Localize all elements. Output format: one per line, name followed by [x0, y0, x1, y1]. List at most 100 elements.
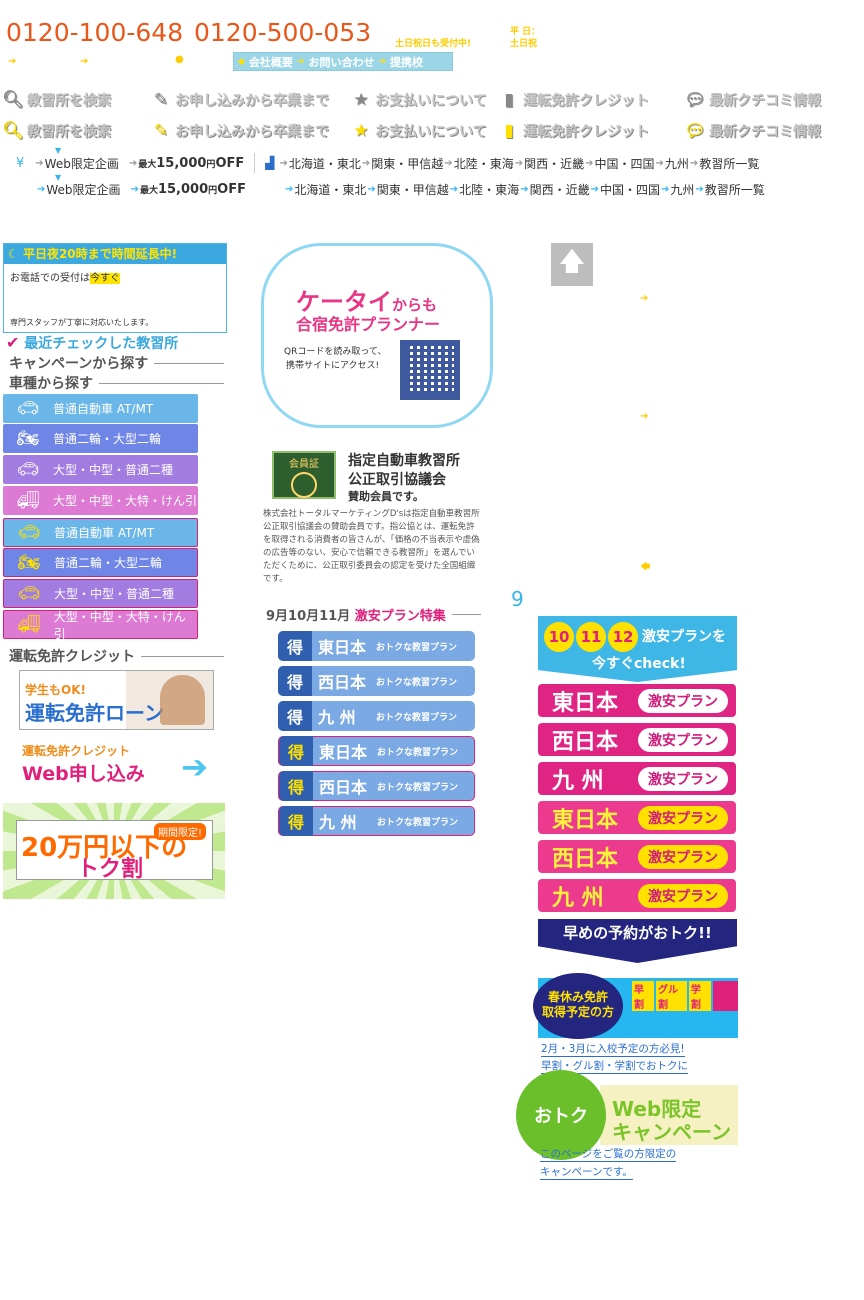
vehicle-car-button-hover[interactable]: 🚗︎普通自動車 AT/MT — [3, 518, 198, 547]
check-icon: ✔ — [6, 333, 20, 352]
arrow-icon: ➔ — [80, 56, 89, 67]
caret-down-icon: ▼ — [55, 146, 62, 155]
discount-badge[interactable]: 最大15,000円OFF — [138, 155, 245, 171]
region-list-2[interactable]: 教習所一覧 — [704, 183, 765, 197]
loan-banner[interactable]: 学生もOK! 運転免許ローン — [19, 670, 214, 730]
deal-west-button-hover[interactable]: 得西日本おトクな教習プラン — [278, 771, 475, 801]
plan-kyushu-button-hover[interactable]: 九 州激安プラン — [538, 879, 736, 912]
truck-icon: 🚚︎ — [16, 490, 40, 511]
menu-payment-hover[interactable]: ★お支払いについて — [350, 120, 498, 142]
region-kyushu-2[interactable]: 九州 — [670, 183, 695, 197]
region-chugoku-2[interactable]: 中国・四国 — [599, 183, 660, 197]
spring-text2[interactable]: 早割・グル割・学割でおトクに — [541, 1060, 688, 1074]
search-icon: 🔍︎ — [2, 90, 24, 110]
deal-west-button[interactable]: 得西日本おトクな教習プラン — [278, 666, 475, 696]
menu-apply-hover[interactable]: ✎お申し込みから卒業まで — [150, 120, 350, 142]
card-icon: ▮ — [504, 121, 514, 141]
weekend-label: 土日祝 — [510, 39, 538, 49]
plan-west-button-hover[interactable]: 西日本激安プラン — [538, 840, 736, 873]
yen-icon: ¥ — [16, 155, 25, 171]
stairs-icon: ▟ — [265, 156, 275, 170]
sale-heading: 9月10月11月 激安プラン特集 — [266, 605, 481, 624]
mobile-title: ケータイからも — [296, 288, 438, 316]
arrow-left-icon: 🡄 — [640, 562, 651, 573]
vehicle-truck-button-hover[interactable]: 🚚︎大型・中型・大特・けん引 — [3, 610, 198, 641]
main-menu-hover: 🔍︎教習所を検索 ✎お申し込みから卒業まで ★お支払いについて ▮運転免許クレジ… — [2, 117, 862, 145]
arrow-icon: ➔ — [640, 411, 649, 422]
vehicle-large-button[interactable]: 🚗︎大型・中型・普通二種 — [3, 455, 198, 484]
link-web-plan-2[interactable]: Web限定企画 — [46, 183, 121, 197]
menu-reviews[interactable]: 💬︎最新クチコミ情報 — [684, 90, 821, 110]
phone-reception-text: お電話での受付は今すぐ — [10, 273, 120, 284]
plan-east-button-hover[interactable]: 東日本激安プラン — [538, 801, 736, 834]
deal-east-button-hover[interactable]: 得東日本おトクな教習プラン — [278, 736, 475, 766]
plan-east-button[interactable]: 東日本激安プラン — [538, 684, 736, 717]
mobile-planner-card — [261, 243, 493, 428]
discount-badge-2[interactable]: 最大15,000円OFF — [139, 182, 246, 197]
phone-number-1[interactable]: 0120-100-648 — [6, 18, 184, 47]
region-kansai[interactable]: 関西・近畿 — [524, 156, 585, 171]
menu-reviews-hover[interactable]: 💬︎最新クチコミ情報 — [684, 121, 821, 141]
region-chugoku[interactable]: 中国・四国 — [594, 156, 655, 171]
region-kyushu[interactable]: 九州 — [664, 156, 689, 171]
menu-apply[interactable]: ✎お申し込みから卒業まで — [150, 89, 350, 111]
arrow-right-icon: ➔ — [181, 748, 208, 786]
region-hokuriku[interactable]: 北陸・東海 — [453, 156, 514, 171]
region-kanto[interactable]: 関東・甲信越 — [371, 156, 444, 171]
spring-badge: 春休み免許取得予定の方 — [533, 973, 623, 1039]
web-apply-banner[interactable]: 運転免許クレジット Web申し込み ➔ — [22, 744, 208, 786]
link-company[interactable]: 会社概要 — [248, 55, 293, 69]
vehicle-large-button-hover[interactable]: 🚗︎大型・中型・普通二種 — [3, 579, 198, 608]
vehicle-truck-button[interactable]: 🚚︎大型・中型・大特・けん引 — [3, 486, 198, 515]
web-campaign-text2[interactable]: キャンペーンです。 — [540, 1166, 633, 1180]
link-web-plan[interactable]: Web限定企画 — [44, 156, 119, 171]
star-icon: ★ — [353, 121, 369, 141]
plan-kyushu-button[interactable]: 九 州激安プラン — [538, 762, 736, 795]
moon-icon: ☾ — [8, 247, 23, 261]
region-hokkaido[interactable]: 北海道・東北 — [288, 156, 361, 171]
plan-west-button[interactable]: 西日本激安プラン — [538, 723, 736, 756]
tokuwari-banner[interactable]: 20万円以下の トク割 期間限定! — [3, 803, 225, 899]
header-links: ◆会社概要 ➔お問い合わせ ➔提携校 — [233, 52, 453, 71]
web-campaign-banner[interactable]: Web限定 キャンペーン — [600, 1085, 738, 1145]
link-contact[interactable]: お問い合わせ — [308, 55, 375, 69]
link-partner[interactable]: 提携校 — [390, 55, 424, 69]
car-icon: 🚗︎ — [17, 583, 41, 604]
region-hokuriku-2[interactable]: 北陸・東海 — [459, 183, 520, 197]
vehicle-heading: 車種から探す — [9, 373, 224, 393]
extended-hours-box: ☾ 平日夜20時まで時間延長中! お電話での受付は今すぐ 専門スタッフが丁寧に対… — [3, 243, 227, 333]
motorcycle-icon: 🏍︎ — [17, 552, 41, 573]
phone-number-2[interactable]: 0120-500-053 — [194, 18, 372, 47]
menu-search-hover[interactable]: 🔍︎教習所を検索 — [2, 121, 111, 141]
mobile-subtitle: 合宿免許プランナー — [296, 315, 441, 334]
region-kansai-2[interactable]: 関西・近畿 — [529, 183, 590, 197]
campaign-heading: キャンペーンから探す — [9, 353, 224, 373]
menu-credit-hover[interactable]: ▮運転免許クレジット — [498, 120, 684, 142]
menu-payment[interactable]: ★お支払いについて — [350, 89, 498, 111]
vehicle-bike-button-hover[interactable]: 🏍︎普通二輪・大型二輪 — [3, 548, 198, 577]
menu-search[interactable]: 🔍︎教習所を検索 — [2, 90, 111, 110]
deal-east-button[interactable]: 得東日本おトクな教習プラン — [278, 631, 475, 661]
scroll-top-button[interactable]: 🡅 — [551, 243, 593, 286]
vehicle-car-button[interactable]: 🚗︎普通自動車 AT/MT — [3, 394, 198, 423]
menu-credit[interactable]: ▮運転免許クレジット — [498, 89, 684, 111]
early-booking-banner[interactable]: 早めの予約がおトク!! — [538, 919, 737, 963]
deal-kyushu-button[interactable]: 得九 州おトクな教習プラン — [278, 701, 475, 731]
deal-kyushu-button-hover[interactable]: 得九 州おトクな教習プラン — [278, 806, 475, 836]
association-title1: 指定自動車教習所 — [348, 453, 460, 469]
web-campaign-text1[interactable]: このページをご覧の方限定の — [540, 1148, 677, 1162]
caret-down-icon: ▼ — [55, 173, 62, 182]
region-hokkaido-2[interactable]: 北海道・東北 — [294, 183, 367, 197]
otoku-badge: おトク — [516, 1070, 606, 1160]
vehicle-bike-button[interactable]: 🏍︎普通二輪・大型二輪 — [3, 424, 198, 453]
recent-schools[interactable]: ✔ 最近チェックした教習所 — [6, 333, 179, 352]
spring-text1[interactable]: 2月・3月に入校予定の方必見! — [541, 1043, 685, 1057]
region-list[interactable]: 教習所一覧 — [699, 156, 760, 171]
region-kanto-2[interactable]: 関東・甲信越 — [376, 183, 449, 197]
stray-digit: 9 — [511, 587, 524, 611]
star-icon: ➔ — [378, 56, 387, 67]
motorcycle-icon: 🏍︎ — [16, 428, 40, 449]
pencil-icon: ✎ — [153, 121, 169, 141]
qr-code-icon — [400, 340, 460, 400]
truck-icon: 🚚︎ — [17, 614, 41, 635]
